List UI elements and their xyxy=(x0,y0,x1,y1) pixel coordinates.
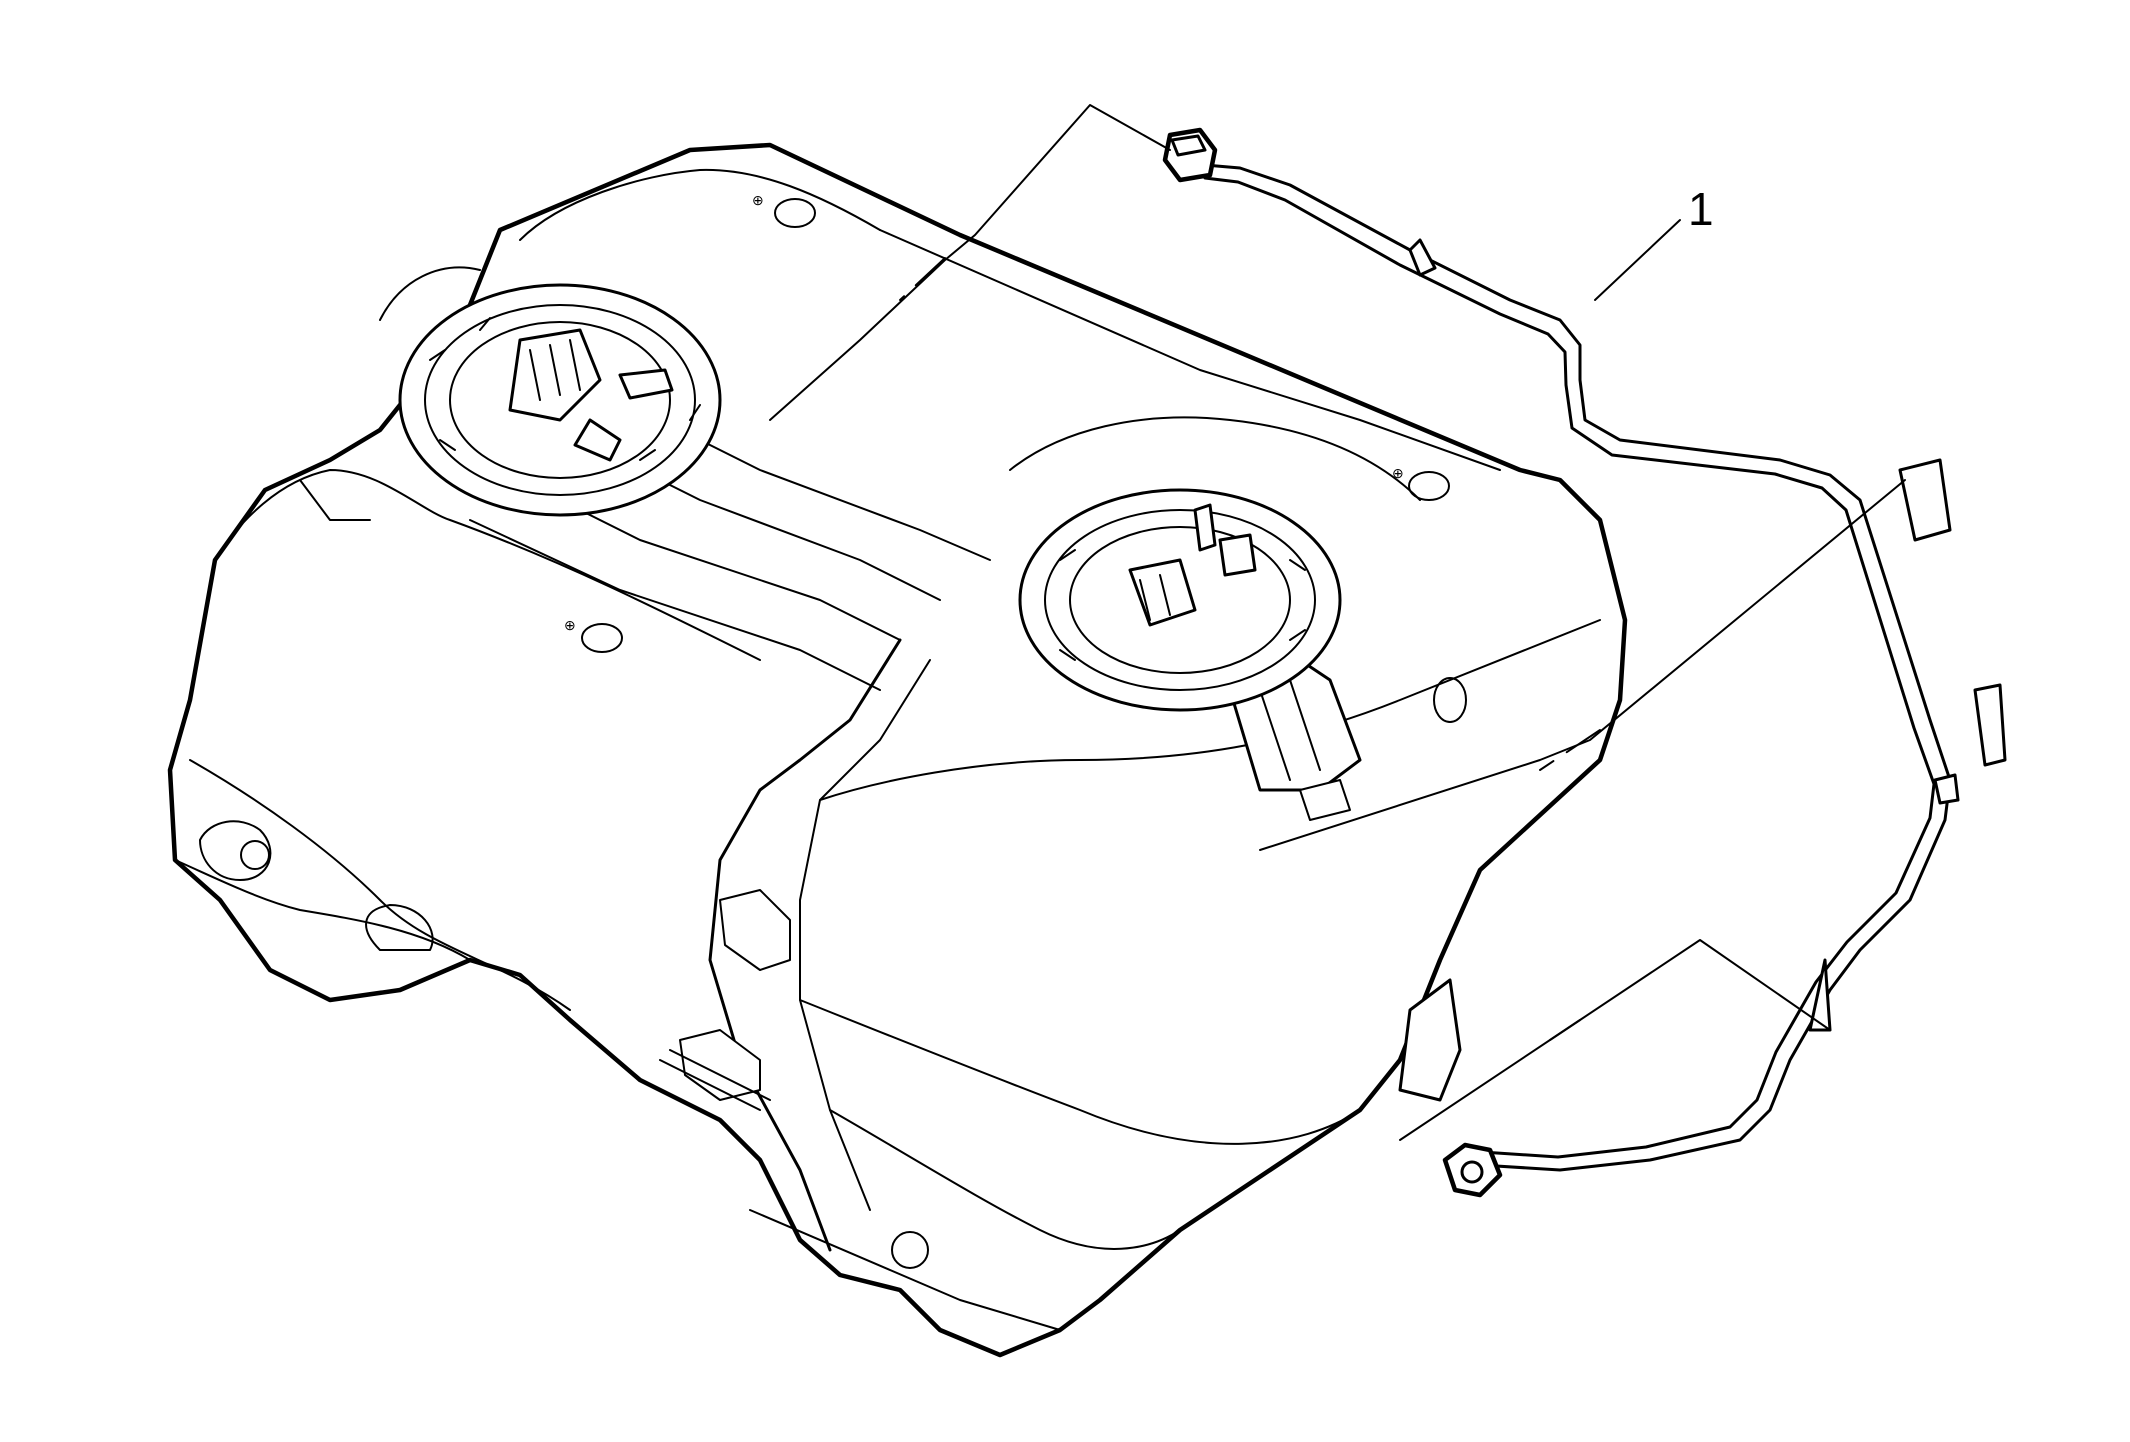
callout-1-leader xyxy=(1594,219,1681,301)
tank-drain-hole-front xyxy=(891,1231,929,1269)
tank-left-recess xyxy=(199,820,272,881)
pipe-tab-right-upper xyxy=(1898,458,1952,542)
leader-right-bottom-dash xyxy=(1549,1019,1581,1041)
mount-hole-left xyxy=(581,623,623,653)
fuel-feed-pipe xyxy=(1162,127,1960,1198)
leader-right-mid-dash xyxy=(1539,729,1601,771)
pump-flange-left-mid xyxy=(424,304,696,496)
tank-left-front-edge xyxy=(174,859,471,961)
mount-hole-mark: ⊕ xyxy=(1392,465,1404,481)
pump-right-nipple-1 xyxy=(1193,503,1217,552)
leader-right-mid xyxy=(1259,479,1906,851)
tank-left-lobe-contour xyxy=(214,469,761,661)
tank-right-connector-detail xyxy=(1259,679,1321,781)
fuel-pump-module-right xyxy=(1018,488,1342,712)
leader-right-bottom xyxy=(1399,939,1831,1141)
pump-left-outlet-tube xyxy=(573,418,622,462)
tank-left-lobe-lower xyxy=(189,759,571,1011)
mount-hole-top-left xyxy=(774,198,816,228)
mount-hole-mark: ⊕ xyxy=(752,192,764,208)
leader-top-left-dash xyxy=(899,257,946,301)
pump-right-lock-ring-tabs xyxy=(1059,549,1306,661)
fuel-pipe-bottom-nut xyxy=(1442,1142,1503,1198)
pump-left-connector-pins xyxy=(529,339,581,401)
tank-clip-block-1 xyxy=(719,889,791,971)
fuel-pipe-clip-1 xyxy=(1408,238,1437,277)
tank-ridge-saddle xyxy=(879,229,1501,471)
fuel-pipe-outer-line xyxy=(1203,163,1952,1172)
fuel-pipe-top-nut-cap xyxy=(1170,134,1207,157)
tank-bottom-lip xyxy=(749,1209,1061,1331)
tank-saddle-channel-2 xyxy=(469,519,881,691)
tank-drain-hole-left xyxy=(240,840,270,870)
pipe-tab-right-lower xyxy=(1808,958,1832,1032)
tank-right-plug xyxy=(1299,779,1351,821)
mount-hole-right xyxy=(1408,471,1450,501)
pump-right-connector-pins xyxy=(1139,574,1171,621)
pipe-tab-right-mid xyxy=(1973,683,2007,767)
tank-left-pocket xyxy=(365,904,434,951)
pump-right-nipple-2 xyxy=(1218,533,1257,577)
tank-mount-holes: ⊕ ⊕ ⊕ xyxy=(564,192,1467,723)
leader-top-left xyxy=(769,104,1171,421)
tank-right-lower-edge xyxy=(829,1109,1181,1250)
tank-right-lobe-contour xyxy=(1009,416,1421,501)
fuel-pipe-clip-2 xyxy=(1933,773,1960,805)
tank-right-lobe-front xyxy=(799,999,1361,1145)
tank-right-bracket xyxy=(1398,978,1462,1102)
mount-hole-mark: ⊕ xyxy=(564,617,576,633)
callout-1-label: 1 xyxy=(1688,183,1714,235)
tank-center-divider xyxy=(708,638,902,1252)
tank-clip-block-2 xyxy=(679,1029,761,1101)
tank-outline xyxy=(167,142,1628,1358)
fuel-pipe-inner-line xyxy=(1203,176,1936,1159)
tank-left-inner-bump-1 xyxy=(379,266,481,321)
leader-lines xyxy=(769,104,1906,1141)
fuel-tank xyxy=(167,142,1628,1358)
pump-flange-right-mid xyxy=(1044,509,1316,691)
mount-hole-right-side xyxy=(1433,677,1467,723)
tank-ridge-upper xyxy=(519,168,881,241)
pump-flange-right-inner xyxy=(1069,526,1291,674)
pipe-mount-tabs xyxy=(1808,458,2007,1032)
tank-left-inner-bump-2 xyxy=(299,479,371,521)
pump-left-nipple xyxy=(618,368,674,400)
tank-bracket-strip xyxy=(659,1049,771,1111)
fuel-pump-module-left xyxy=(398,283,722,517)
fuel-pipe-bottom-nut-bore xyxy=(1460,1160,1484,1184)
pump-left-lock-ring-tabs xyxy=(429,317,701,461)
pump-flange-left-inner xyxy=(449,321,671,479)
